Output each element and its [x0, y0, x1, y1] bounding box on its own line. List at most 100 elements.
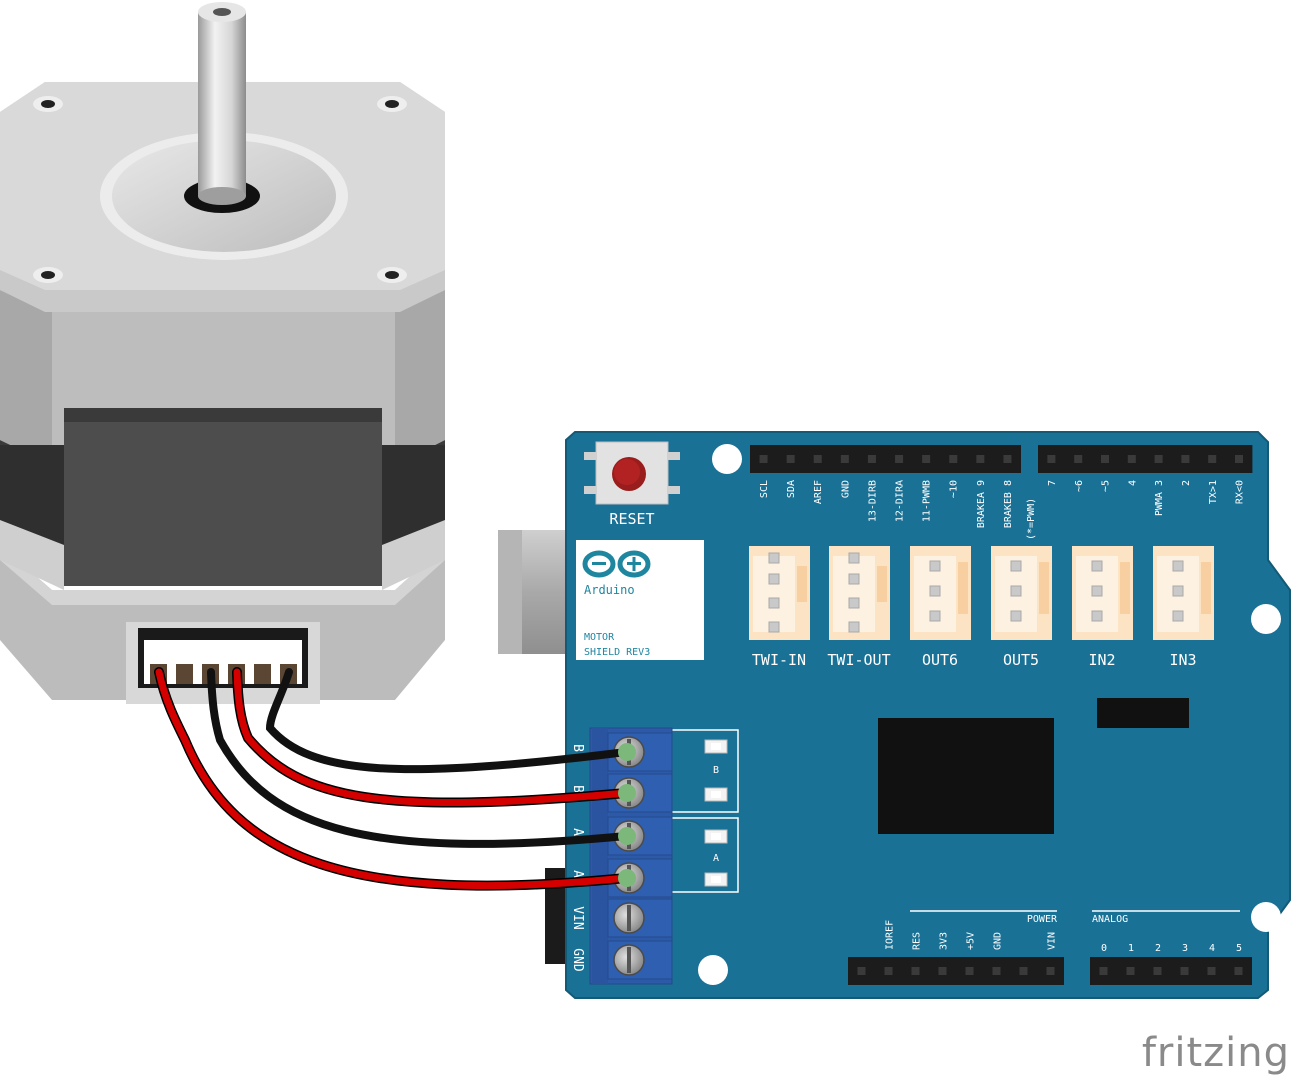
power-pin-label: RES — [912, 932, 923, 950]
header-pin — [1047, 455, 1055, 463]
analog-pin-label: 0 — [1101, 943, 1107, 954]
power-analog-headers — [848, 957, 1252, 985]
digital-pin-label: ~6 — [1074, 480, 1085, 492]
led-label-a: A — [713, 853, 719, 864]
header-pin — [1127, 967, 1135, 975]
reset-label: RESET — [609, 510, 654, 528]
power-pin-label: IOREF — [885, 920, 896, 950]
pin-header — [1038, 445, 1252, 473]
header-pin — [976, 455, 984, 463]
header-pin — [1181, 455, 1189, 463]
pin-header — [1090, 957, 1252, 985]
header-pin — [868, 455, 876, 463]
header-pin — [939, 967, 947, 975]
header-pin — [895, 455, 903, 463]
motor-label-window — [64, 408, 382, 586]
logo-brand: Arduino — [584, 583, 635, 597]
header-pin — [787, 455, 795, 463]
wire-a-plus — [159, 672, 626, 886]
tinkerkit-label: TWI-IN — [752, 651, 806, 669]
tinkerkit-label: IN3 — [1169, 651, 1196, 669]
header-pin — [885, 967, 893, 975]
header-pin — [1235, 967, 1243, 975]
tinkerkit-label: OUT6 — [922, 651, 958, 669]
header-pin — [1128, 455, 1136, 463]
header-pin — [1020, 967, 1028, 975]
driver-chip — [878, 718, 1054, 834]
power-pin-label: +5V — [966, 932, 977, 950]
fritzing-watermark: fritzing — [1142, 1030, 1290, 1076]
analog-pin-label: 3 — [1182, 943, 1188, 954]
header-pin — [1208, 967, 1216, 975]
digital-pin-label: 2 — [1181, 480, 1192, 486]
pwm-note: (*=PWM) — [1026, 498, 1037, 540]
header-pin — [993, 967, 1001, 975]
header-pin — [912, 967, 920, 975]
mount-hole — [712, 444, 742, 474]
analog-header-title: ANALOG — [1092, 914, 1128, 925]
tinkerkit-connector: TWI-OUT — [827, 546, 890, 669]
mount-hole — [1251, 604, 1281, 634]
header-pin — [760, 455, 768, 463]
digital-pin-label: 11-PWMB — [922, 480, 933, 522]
power-pin-label: VIN — [1047, 932, 1058, 950]
digital-headers — [750, 445, 1252, 473]
digital-pin-label: ~5 — [1101, 480, 1112, 492]
mount-hole — [1251, 902, 1281, 932]
motor-shaft — [198, 2, 246, 205]
header-pin — [858, 967, 866, 975]
power-header-title: POWER — [1027, 914, 1058, 925]
reset-button[interactable] — [584, 442, 680, 504]
power-pin-label: GND — [993, 932, 1004, 950]
analog-pin-label: 5 — [1236, 943, 1242, 954]
pin-header — [848, 957, 1064, 985]
analog-pin-label: 4 — [1209, 943, 1215, 954]
tinkerkit-label: IN2 — [1088, 651, 1115, 669]
mount-hole — [698, 955, 728, 985]
header-pin — [1101, 455, 1109, 463]
digital-pin-label: 13-DIRB — [867, 480, 878, 522]
digital-pin-label: ~10 — [949, 480, 960, 498]
analog-pin-label: 2 — [1155, 943, 1161, 954]
digital-pin-label: BRAKEA 9 — [976, 480, 987, 528]
digital-pin-label: 12-DIRA — [895, 480, 906, 522]
digital-pin-label: SDA — [786, 480, 797, 498]
tinkerkit-connector: TWI-IN — [749, 546, 810, 669]
stepper-motor — [0, 2, 445, 704]
digital-pin-label: BRAKEB 8 — [1003, 480, 1014, 528]
header-pin — [966, 967, 974, 975]
small-chip — [1097, 698, 1189, 728]
digital-pin-label: 7 — [1047, 480, 1058, 486]
digital-pin-label: 4 — [1127, 480, 1138, 486]
logo-panel: Arduino MOTOR SHIELD REV3 — [576, 540, 704, 660]
power-pin-label: 3V3 — [939, 932, 950, 950]
digital-pin-label: GND — [840, 480, 851, 498]
header-pin — [1235, 455, 1243, 463]
header-pin — [841, 455, 849, 463]
digital-pin-label: TX>1 — [1208, 480, 1219, 504]
header-pin — [949, 455, 957, 463]
header-pin — [1074, 455, 1082, 463]
tinkerkit-label: TWI-OUT — [827, 651, 890, 669]
digital-pin-label: SCL — [759, 480, 770, 498]
logo-line1: MOTOR — [584, 632, 615, 643]
header-pin — [1155, 455, 1163, 463]
header-pin — [1154, 967, 1162, 975]
digital-pin-label: AREF — [813, 480, 824, 504]
digital-pin-label: RX<0 — [1235, 480, 1246, 504]
tinkerkit-label: OUT5 — [1003, 651, 1039, 669]
header-pin — [1100, 967, 1108, 975]
header-pin — [814, 455, 822, 463]
header-pin — [1003, 455, 1011, 463]
wires — [159, 672, 636, 887]
motor-connector — [126, 622, 320, 704]
digital-pin-label: PWMA 3 — [1154, 480, 1165, 516]
led-label-b: B — [713, 765, 719, 776]
header-pin — [1208, 455, 1216, 463]
header-pin — [1181, 967, 1189, 975]
header-pin — [1047, 967, 1055, 975]
header-pin — [922, 455, 930, 463]
